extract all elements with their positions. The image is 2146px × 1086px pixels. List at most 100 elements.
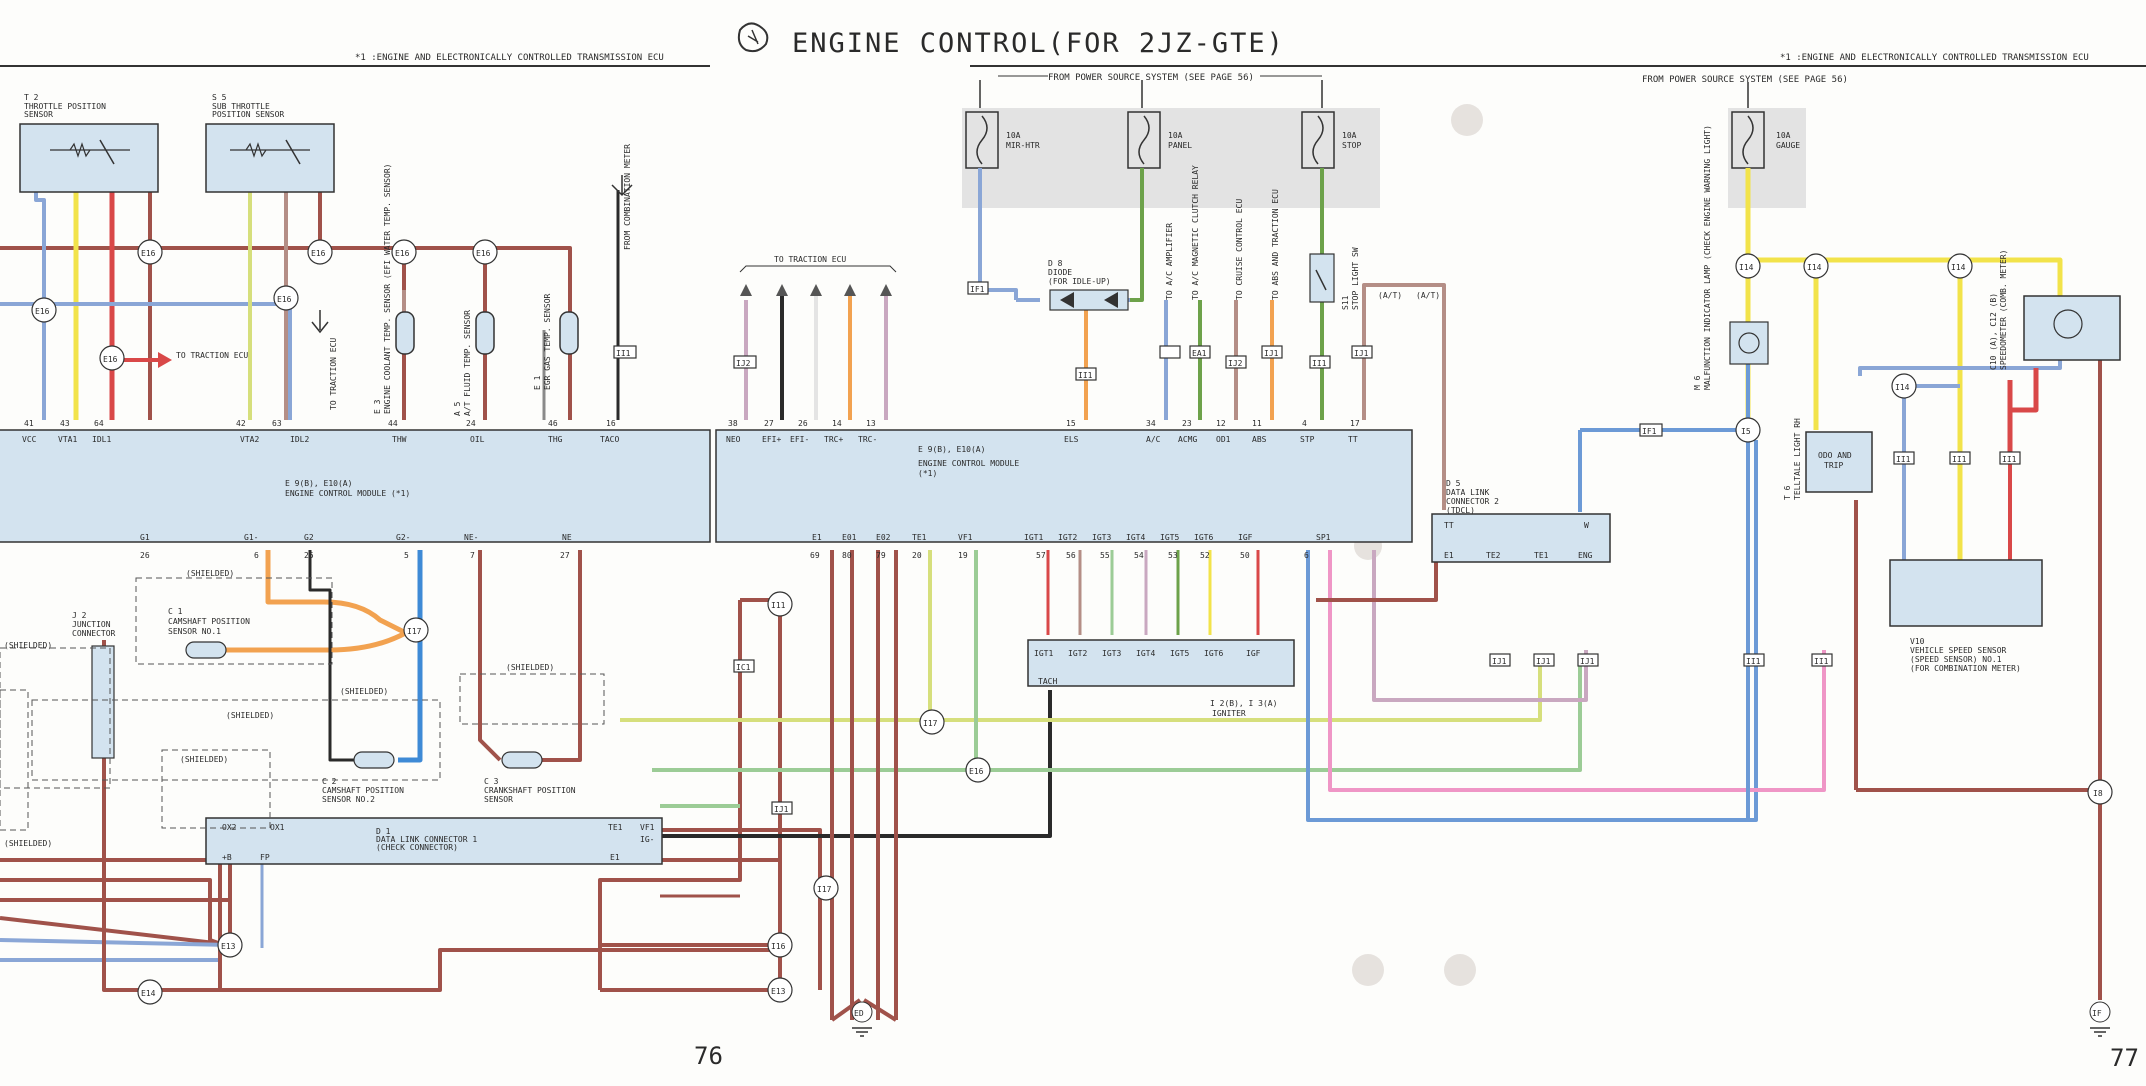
svg-text:10A: 10A <box>1168 131 1183 140</box>
svg-text:SPEEDOMETER (COMB. METER): SPEEDOMETER (COMB. METER) <box>1999 250 2008 370</box>
svg-text:24: 24 <box>466 419 476 428</box>
svg-text:DATA LINK CONNECTOR 1: DATA LINK CONNECTOR 1 <box>376 835 477 844</box>
svg-text:II1: II1 <box>2002 455 2017 464</box>
svg-text:44: 44 <box>388 419 398 428</box>
from-comb-meter-label: FROM COMBINATION METER <box>623 144 632 250</box>
svg-text:A 5: A 5 <box>453 401 462 416</box>
page-title: ENGINE CONTROL(FOR 2JZ-GTE) <box>792 28 1285 59</box>
shielded-boxes <box>0 577 605 831</box>
shielded-label-3: (SHIELDED) <box>226 711 274 720</box>
svg-text:17: 17 <box>1350 419 1360 428</box>
svg-text:EA1: EA1 <box>1192 349 1207 358</box>
svg-text:VTA2: VTA2 <box>240 435 259 444</box>
svg-text:57: 57 <box>1036 551 1046 560</box>
svg-text:IGT5: IGT5 <box>1160 533 1179 542</box>
svg-text:E16: E16 <box>277 295 292 304</box>
svg-text:IGT2: IGT2 <box>1068 649 1087 658</box>
inline-connectors <box>613 281 2021 815</box>
svg-text:26: 26 <box>140 551 150 560</box>
svg-text:+B: +B <box>222 853 232 862</box>
svg-text:E01: E01 <box>842 533 857 542</box>
svg-text:II1: II1 <box>1814 657 1829 666</box>
svg-text:IGT3: IGT3 <box>1092 533 1111 542</box>
svg-text:TELLTALE LIGHT RH: TELLTALE LIGHT RH <box>1793 418 1802 500</box>
camshaft-position-sensor-1: C 1 CAMSHAFT POSITION SENSOR NO.1 <box>168 607 250 659</box>
svg-text:II1: II1 <box>1952 455 1967 464</box>
svg-text:MALFUNCTION INDICATOR LAMP (CH: MALFUNCTION INDICATOR LAMP (CHECK ENGINE… <box>1703 125 1712 390</box>
svg-text:DATA LINK: DATA LINK <box>1446 488 1490 497</box>
svg-text:PANEL: PANEL <box>1168 141 1192 150</box>
svg-text:EGR GAS TEMP. SENSOR: EGR GAS TEMP. SENSOR <box>543 293 552 390</box>
svg-text:6: 6 <box>1304 551 1309 560</box>
svg-text:T 2: T 2 <box>24 93 39 102</box>
speedometer: C10 (A), C12 (B) SPEEDOMETER (COMB. METE… <box>1989 250 2121 370</box>
coolant-temp-sensor: E 3 ENGINE COOLANT TEMP. SENSOR (EFI WAT… <box>373 164 415 414</box>
svg-text:5: 5 <box>404 551 409 560</box>
svg-text:TT: TT <box>1444 521 1454 530</box>
svg-text:IJ1: IJ1 <box>774 805 789 814</box>
svg-text:80: 80 <box>842 551 852 560</box>
svg-text:IGF: IGF <box>1238 533 1253 542</box>
svg-text:J 2: J 2 <box>72 611 87 620</box>
diode-idle-up: D 8 DIODE (FOR IDLE-UP) <box>1048 259 1129 311</box>
connector-labels: IJ2 IF1 II1 EA1 IJ2 IJ1 II1 IJ1 IC1 IJ1 … <box>616 285 2017 814</box>
vehicle-speed-sensor: V10 VEHICLE SPEED SENSOR (SPEED SENSOR) … <box>1889 559 2043 673</box>
svg-text:14: 14 <box>832 419 842 428</box>
svg-text:(FOR IDLE-UP): (FOR IDLE-UP) <box>1048 277 1111 286</box>
ecm-left-bottom-terminals: G1 G1- G2 G2- NE- NE <box>140 533 572 542</box>
svg-text:ODO AND: ODO AND <box>1818 451 1852 460</box>
svg-text:STOP LIGHT SW: STOP LIGHT SW <box>1351 247 1360 310</box>
svg-text:G1-: G1- <box>244 533 258 542</box>
svg-text:10A: 10A <box>1006 131 1021 140</box>
svg-text:E16: E16 <box>35 307 50 316</box>
ecm-left-top-terminals: VCC VTA1 IDL1 VTA2 IDL2 THW OIL THG TACO <box>22 435 619 444</box>
engine-control-module-left: E 9(B), E10(A) ENGINE CONTROL MODULE (*1… <box>0 429 711 543</box>
at-fluid-temp-sensor: A 5 A/T FLUID TEMP. SENSOR <box>453 310 495 416</box>
to-ac-amp-label: TO A/C AMPLIFIER <box>1165 223 1174 300</box>
svg-text:C10 (A), C12 (B): C10 (A), C12 (B) <box>1989 293 1998 370</box>
svg-text:IF1: IF1 <box>970 285 985 294</box>
throttle-position-sensor: T 2 THROTTLE POSITION SENSOR <box>19 93 159 193</box>
crankshaft-position-sensor: C 3 CRANKSHAFT POSITION SENSOR <box>484 751 576 804</box>
svg-text:IGT2: IGT2 <box>1058 533 1077 542</box>
svg-text:(*1): (*1) <box>918 469 937 478</box>
svg-text:41: 41 <box>24 419 34 428</box>
ecm-right-top-terminals: NEO EFI+ EFI- TRC+ TRC- ELS A/C ACMG OD1… <box>726 435 1358 444</box>
svg-text:CAMSHAFT POSITION: CAMSHAFT POSITION <box>322 786 404 795</box>
svg-text:THW: THW <box>392 435 407 444</box>
ecm-left-bottom-pins: 26 6 25 5 7 27 <box>140 551 570 560</box>
svg-text:SENSOR NO.2: SENSOR NO.2 <box>322 795 375 804</box>
at-label-1: (A/T) <box>1378 291 1402 300</box>
svg-text:CRANKSHAFT POSITION: CRANKSHAFT POSITION <box>484 786 576 795</box>
junction-labels: E16 E16 E16 E16 E16 E16 E16 I17 I11 I17 … <box>35 249 2103 998</box>
svg-text:20: 20 <box>912 551 922 560</box>
svg-text:38: 38 <box>728 419 738 428</box>
svg-text:E 9(B), E10(A): E 9(B), E10(A) <box>918 445 985 454</box>
svg-text:26: 26 <box>798 419 808 428</box>
svg-text:I14: I14 <box>1807 263 1822 272</box>
svg-text:52: 52 <box>1200 551 1210 560</box>
svg-text:I17: I17 <box>407 627 422 636</box>
svg-text:E13: E13 <box>771 987 786 996</box>
svg-text:II1: II1 <box>1746 657 1761 666</box>
svg-text:ACMG: ACMG <box>1178 435 1197 444</box>
svg-text:50: 50 <box>1240 551 1250 560</box>
to-abs-label: TO ABS AND TRACTION ECU <box>1271 189 1280 300</box>
svg-text:S11: S11 <box>1341 295 1350 310</box>
svg-text:23: 23 <box>1182 419 1192 428</box>
to-traction-ecu-label-3: TO TRACTION ECU <box>774 255 846 264</box>
svg-text:IJ1: IJ1 <box>1264 349 1279 358</box>
shielded-label-7: (SHIELDED) <box>4 839 52 848</box>
svg-text:I11: I11 <box>771 601 786 610</box>
svg-text:42: 42 <box>236 419 246 428</box>
svg-text:C 3: C 3 <box>484 777 499 786</box>
svg-text:G2: G2 <box>304 533 314 542</box>
tach-label: TACH <box>1038 677 1057 686</box>
svg-text:43: 43 <box>60 419 70 428</box>
svg-text:NEO: NEO <box>726 435 741 444</box>
svg-text:IGT4: IGT4 <box>1136 649 1155 658</box>
svg-text:W: W <box>1584 521 1589 530</box>
svg-text:(FOR COMBINATION METER): (FOR COMBINATION METER) <box>1910 664 2021 673</box>
svg-text:25: 25 <box>304 551 314 560</box>
svg-text:I 2(B), I 3(A): I 2(B), I 3(A) <box>1210 699 1277 708</box>
